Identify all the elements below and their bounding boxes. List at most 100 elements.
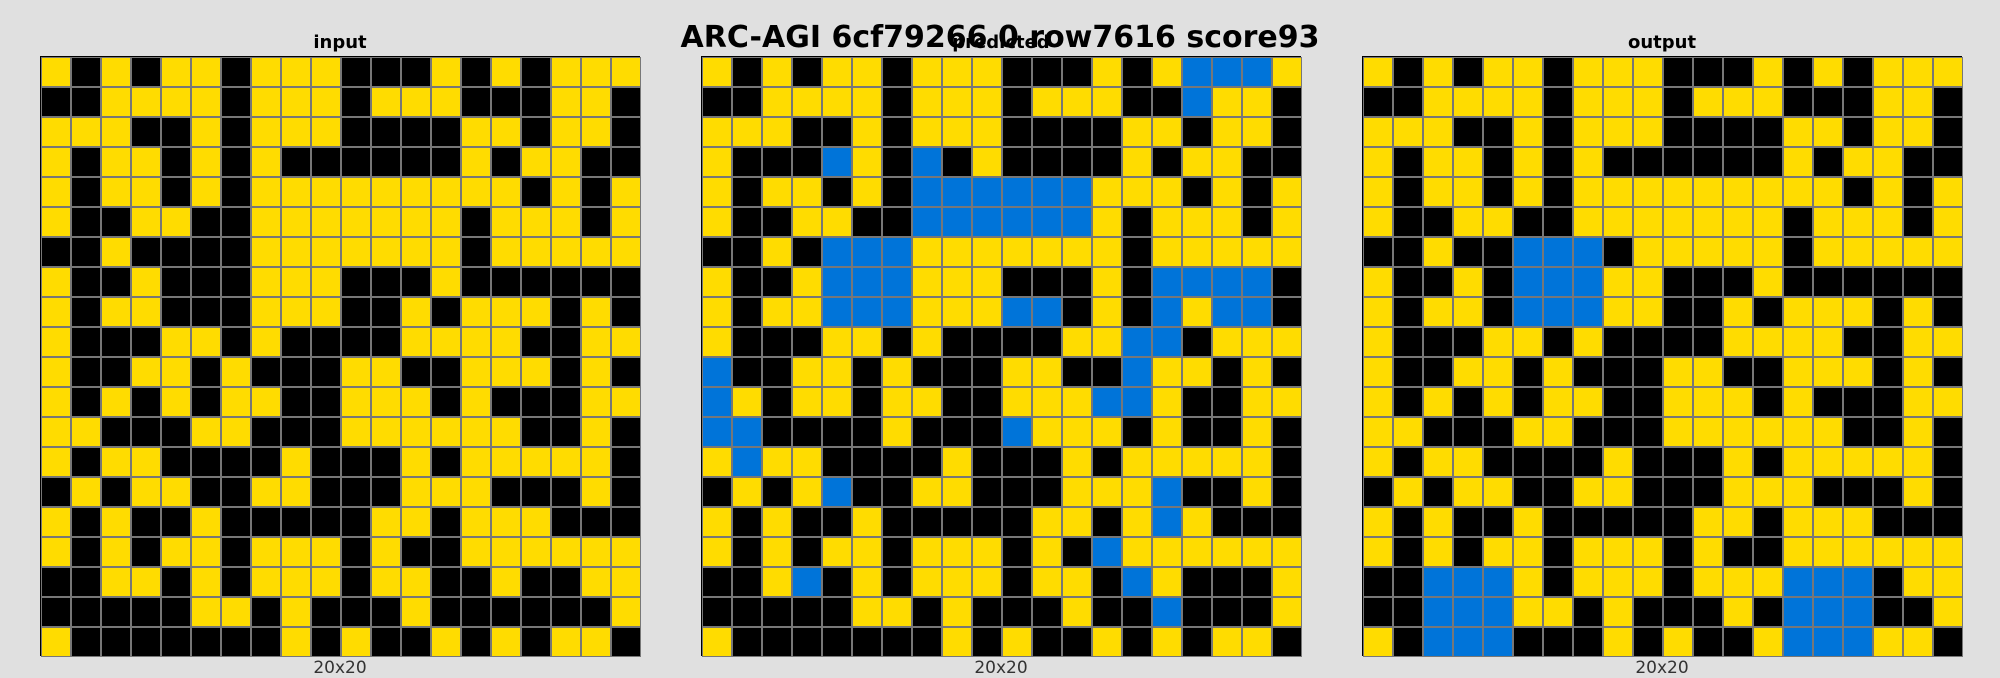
grid-cell [882,597,912,627]
grid-cell [341,267,371,297]
grid-cell [401,207,431,237]
grid-cell [822,177,852,207]
grid-cell [1813,507,1843,537]
grid-cell [1272,537,1302,567]
grid-cell [762,207,792,237]
grid-cell [1453,327,1483,357]
grid-cell [852,147,882,177]
grid-cell [732,417,762,447]
grid-cell [942,627,972,657]
grid-cell [1032,477,1062,507]
grid-cell [1122,627,1152,657]
grid-cell [852,417,882,447]
grid-cell [281,447,311,477]
grid-cell [251,627,281,657]
grid-cell [972,147,1002,177]
grid-cell [131,117,161,147]
grid-cell [611,57,641,87]
grid-cell [251,477,281,507]
grid-cell [191,567,221,597]
grid-cell [101,447,131,477]
grid-cell [1513,87,1543,117]
grid-cell [161,447,191,477]
grid-cell [1543,117,1573,147]
grid-cell [1933,357,1963,387]
grid-cell [431,147,461,177]
grid-cell [1813,117,1843,147]
grid-cell [521,57,551,87]
grid-cell [732,327,762,357]
grid-cell [912,177,942,207]
grid-cell [1903,507,1933,537]
grid-cell [1513,237,1543,267]
grid-cell [1603,297,1633,327]
grid-cell [1873,597,1903,627]
grid-cell [1723,117,1753,147]
grid-cell [1453,627,1483,657]
grid-cell [461,387,491,417]
grid-cell [1122,237,1152,267]
grid-cell [1843,267,1873,297]
grid-cell [251,597,281,627]
grid-cell [1663,297,1693,327]
grid-cell [1873,627,1903,657]
grid-cell [251,567,281,597]
grid-cell [191,387,221,417]
grid-cell [1633,267,1663,297]
grid-cell [792,387,822,417]
grid-cell [1693,117,1723,147]
grid-cell [762,297,792,327]
grid-cell [1062,357,1092,387]
grid-cell [822,237,852,267]
grid-cell [401,177,431,207]
grid-cell [41,567,71,597]
grid-cell [1843,327,1873,357]
grid-cell [1603,57,1633,87]
grid-cell [311,87,341,117]
grid-cell [611,357,641,387]
grid-cell [311,147,341,177]
grid-cell [942,117,972,147]
grid-cell [1783,87,1813,117]
grid-cell [41,57,71,87]
grid-cell [1663,87,1693,117]
grid-cell [221,147,251,177]
grid-dimensions: 20x20 [313,658,367,678]
grid-cell [822,207,852,237]
grid-cell [341,297,371,327]
grid-cell [942,147,972,177]
grid-cell [1603,387,1633,417]
grid-cell [1453,357,1483,387]
grid-cell [1242,177,1272,207]
grid-cell [281,477,311,507]
grid-cell [912,387,942,417]
grid-cell [101,507,131,537]
grid-cell [732,237,762,267]
grid-cell [461,567,491,597]
grid-cell [161,387,191,417]
grid-cell [882,267,912,297]
grid-cell [611,567,641,597]
grid-cell [1543,327,1573,357]
grid-cell [281,177,311,207]
grid-cell [581,417,611,447]
grid-cell [1363,567,1393,597]
grid-cell [972,477,1002,507]
grid-cell [732,267,762,297]
grid-cell [551,567,581,597]
grid-cell [702,387,732,417]
grid-cell [251,507,281,537]
grid-cell [852,237,882,267]
grid-cell [611,507,641,537]
grid-cell [1453,447,1483,477]
grid-cell [1002,57,1032,87]
grid-cell [1633,567,1663,597]
grid-cell [1783,57,1813,87]
grid-cell [341,627,371,657]
grid-cell [1092,267,1122,297]
grid-cell [1242,597,1272,627]
grid-cell [101,207,131,237]
grid-cell [1453,87,1483,117]
grid-cell [581,117,611,147]
grid-cell [1753,507,1783,537]
